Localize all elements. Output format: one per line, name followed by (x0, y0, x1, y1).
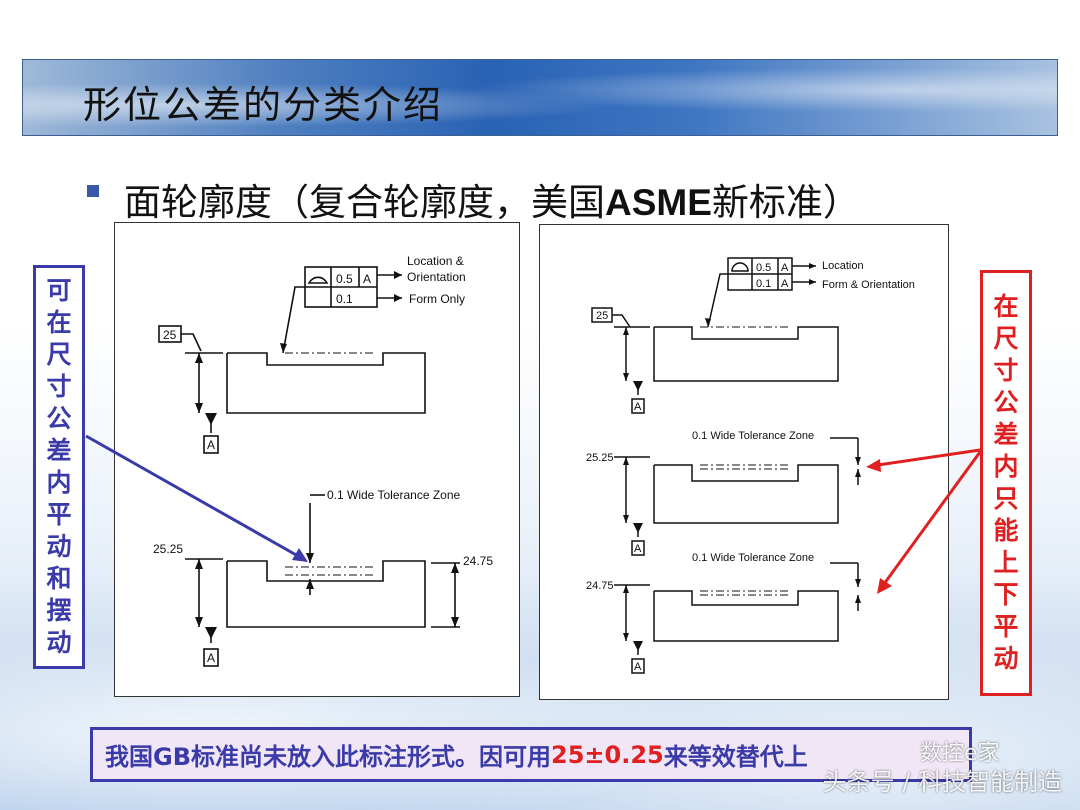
right-note-char: 公 (993, 388, 1019, 417)
right-note-char: 内 (993, 452, 1019, 481)
location-label: Location & (407, 254, 464, 268)
right-note-char: 寸 (993, 356, 1019, 385)
left-note-char: 可 (46, 276, 72, 305)
bullet-marker (87, 185, 99, 197)
left-note-char: 平 (46, 500, 72, 529)
tol2-text: 0.1 (336, 292, 353, 306)
zone-label-1: 0.1 Wide Tolerance Zone (692, 430, 814, 442)
tol2-text: 0.1 (756, 278, 771, 290)
bullet-suffix: 新标准） (711, 181, 860, 224)
datum-ref: A (781, 262, 789, 274)
right-note-char: 能 (993, 516, 1019, 545)
right-note-char: 差 (993, 420, 1019, 449)
title-bar: 形位公差的分类介绍 (22, 59, 1058, 136)
datum-ref-2: A (781, 278, 789, 290)
right-drawing-panel: 0.5 A 0.1 A Location Form & Orientation … (539, 224, 949, 700)
right-note-char: 尺 (993, 324, 1019, 353)
left-drawing: 0.5 A 0.1 Location & Orientation Form On… (153, 254, 493, 667)
left-note-char: 摆 (46, 596, 72, 625)
tol1-text: 0.5 (756, 262, 771, 274)
orientation-label: Form & Orientation (822, 279, 915, 291)
right-note-char: 在 (993, 292, 1019, 321)
right-note-box: 在尺寸公差内只能上下平动 (980, 270, 1032, 696)
bullet-bold: ASME (605, 182, 712, 223)
datum-label-bottom: A (207, 651, 215, 665)
dim-lower: 24.75 (463, 554, 493, 568)
dim-upper: 25.25 (153, 542, 183, 556)
right-note-char: 上 (993, 548, 1019, 577)
location-label: Location (822, 260, 864, 272)
datum-label-2: A (634, 543, 642, 555)
right-drawing: 0.5 A 0.1 A Location Form & Orientation … (586, 257, 915, 674)
datum-label-1: A (634, 401, 642, 413)
datum-label-top: A (207, 438, 215, 452)
watermark-logo: 数控e家 (920, 741, 1000, 766)
left-note-char: 尺 (46, 340, 72, 369)
zone-label-2: 0.1 Wide Tolerance Zone (692, 552, 814, 564)
basic-dim: 25 (163, 328, 177, 342)
form-label: Form Only (409, 292, 465, 306)
bullet-heading: 面轮廓度（复合轮廓度，美国ASME新标准） (124, 172, 860, 226)
zone-label: 0.1 Wide Tolerance Zone (327, 488, 461, 502)
tol1-text: 0.5 (336, 272, 353, 286)
left-note-char: 内 (46, 468, 72, 497)
left-drawing-panel: 0.5 A 0.1 Location & Orientation Form On… (114, 222, 520, 697)
profile-symbol-icon (731, 262, 749, 272)
left-note-char: 动 (46, 532, 72, 561)
slide-title: 形位公差的分类介绍 (83, 83, 444, 127)
right-note-char: 平 (993, 612, 1019, 641)
datum-label-3: A (634, 661, 642, 673)
left-note-char: 和 (46, 564, 72, 593)
right-note-char: 只 (993, 484, 1019, 513)
datum-ref: A (363, 272, 371, 286)
left-note-box: 可在尺寸公差内平动和摆动 (33, 265, 85, 669)
dim-upper: 25.25 (586, 452, 614, 464)
left-note-char: 差 (46, 436, 72, 465)
footer-text-a: 我国GB标准尚未放入此标注形式。因可用 (105, 743, 551, 771)
footer-highlight: 25±0.25 (551, 740, 664, 769)
watermark-source: 头条号 / 科技智能制造 (822, 768, 1062, 796)
left-note-char: 公 (46, 404, 72, 433)
left-note-char: 寸 (46, 372, 72, 401)
profile-symbol-icon (307, 276, 329, 284)
left-note-char: 在 (46, 308, 72, 337)
dim-lower: 24.75 (586, 580, 614, 592)
orientation-label: Orientation (407, 270, 466, 284)
right-note-char: 下 (993, 580, 1019, 609)
footer-text-b: 来等效替代上 (663, 743, 808, 771)
left-note-char: 动 (46, 628, 72, 657)
basic-dim: 25 (596, 310, 608, 322)
bullet-prefix: 面轮廓度（复合轮廓度，美国 (124, 181, 605, 224)
right-note-char: 动 (993, 644, 1019, 673)
